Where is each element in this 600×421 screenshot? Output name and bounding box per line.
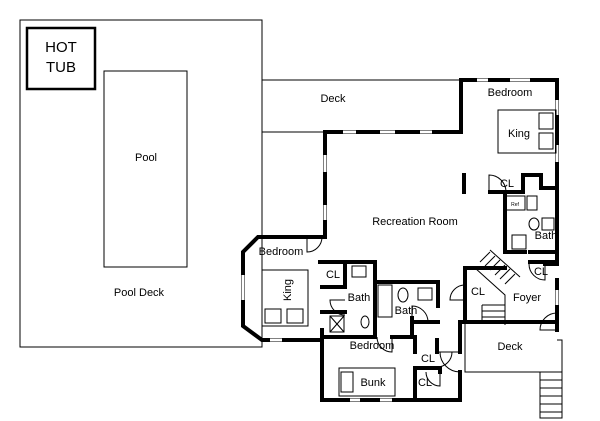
- recreation-room-label: Recreation Room: [372, 216, 458, 228]
- bedroom-w-label: Bedroom: [259, 246, 304, 258]
- pool: [103, 70, 188, 268]
- hot-tub: [25, 26, 97, 91]
- closet-stair-label: CL: [471, 286, 485, 298]
- bedroom-ne-label: Bedroom: [488, 87, 533, 99]
- bath-fixtures-west: [329, 265, 370, 333]
- bunk-bed: [338, 367, 396, 397]
- pool-label: Pool: [135, 152, 157, 164]
- king-bed-ne: [497, 109, 557, 154]
- doors: [306, 174, 558, 387]
- closet-w-label: CL: [326, 269, 340, 281]
- king-w-label: King: [282, 279, 294, 301]
- bedroom-s-label: Bedroom: [350, 340, 395, 352]
- deck-west-edge: [261, 80, 325, 133]
- king-bed-w: [261, 269, 309, 327]
- bath-fixtures-east: [528, 217, 555, 231]
- hot-tub-label-line1: HOT: [45, 39, 77, 56]
- bath-mid-label: Bath: [395, 305, 418, 317]
- windows: [241, 78, 559, 402]
- deck-bottom-label: Deck: [497, 341, 523, 353]
- foyer-label: Foyer: [513, 292, 541, 304]
- bath-w-label: Bath: [348, 292, 371, 304]
- bath-fixtures-mid: [377, 284, 433, 318]
- closet-east-label: CL: [534, 266, 548, 278]
- hot-tub-label-line2: TUB: [46, 59, 76, 76]
- closet-s2-label: CL: [418, 377, 432, 389]
- closet-s1-label: CL: [421, 353, 435, 365]
- stairs: [474, 249, 521, 325]
- bunk-label: Bunk: [360, 377, 386, 389]
- deck-top-label: Deck: [320, 93, 346, 105]
- pool-deck-label: Pool Deck: [114, 287, 165, 299]
- ref-label: Ref: [511, 202, 519, 208]
- deck-steps: [539, 371, 563, 419]
- interior-walls: [318, 173, 559, 402]
- closet-ne-label: CL: [500, 178, 514, 190]
- kitchenette: [504, 195, 538, 250]
- king-ne-label: King: [508, 128, 530, 140]
- bath-east-label: Bath: [535, 230, 558, 242]
